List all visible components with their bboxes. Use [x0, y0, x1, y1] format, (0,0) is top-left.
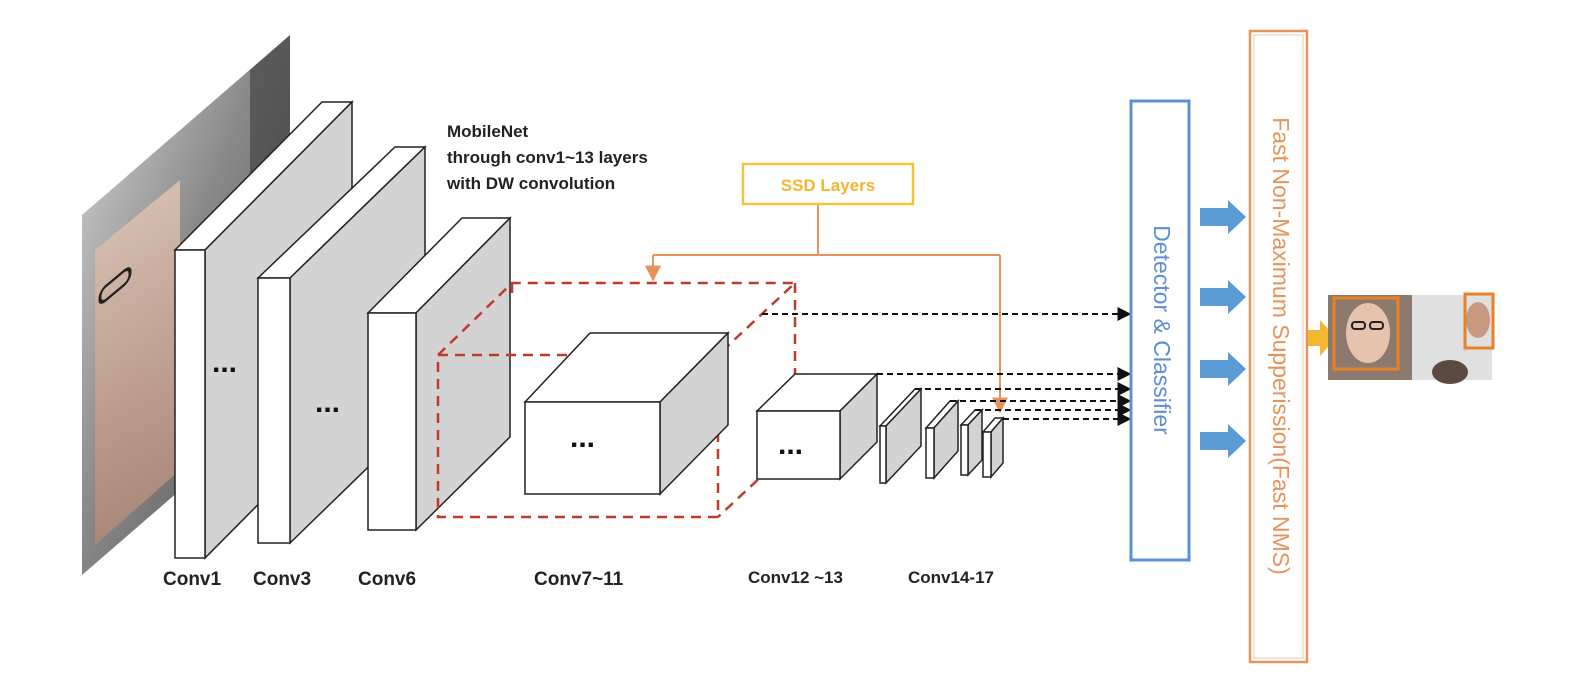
ssd-connector — [645, 205, 1008, 414]
conv12-13-block — [755, 372, 879, 481]
face-box-1 — [1332, 296, 1400, 371]
conv12-13-label: Conv12 ~13 — [748, 568, 843, 587]
conv1-ellipsis: ... — [212, 346, 237, 379]
mobilenet-annotation-line1: MobileNet — [447, 122, 529, 141]
detector-classifier-box — [1129, 99, 1191, 562]
ssd-layers-box — [741, 162, 915, 206]
conv3-ellipsis: ... — [315, 386, 340, 419]
fast-nms-box — [1248, 29, 1309, 664]
feature-map-arrows — [762, 307, 1132, 426]
conv7-11-ellipsis: ... — [570, 421, 595, 454]
ssd-layers-label: SSD Layers — [781, 176, 876, 195]
conv6-block — [366, 216, 512, 532]
face-box-2 — [1463, 292, 1495, 350]
mobilenet-annotation-line2: through conv1~13 layers — [447, 148, 648, 167]
detector-to-nms-arrows — [1200, 200, 1246, 458]
conv7-11-label: Conv7~11 — [534, 569, 624, 590]
fast-nms-label: Fast Non-Maximum Supperission(Fast NMS) — [1268, 117, 1294, 575]
output-arrow — [1308, 320, 1336, 356]
output-image — [1328, 292, 1495, 384]
conv14-17-blocks — [878, 387, 1005, 485]
conv1-label: Conv1 — [163, 569, 222, 590]
detector-classifier-label: Detector & Classifier — [1149, 225, 1175, 435]
conv14-17-label: Conv14-17 — [908, 568, 994, 587]
conv7-11-block — [523, 331, 730, 496]
conv3-label: Conv3 — [253, 569, 311, 590]
mobilenet-annotation-line3: with DW convolution — [446, 174, 615, 193]
conv6-label: Conv6 — [358, 569, 416, 590]
conv12-13-ellipsis: ... — [778, 428, 803, 461]
